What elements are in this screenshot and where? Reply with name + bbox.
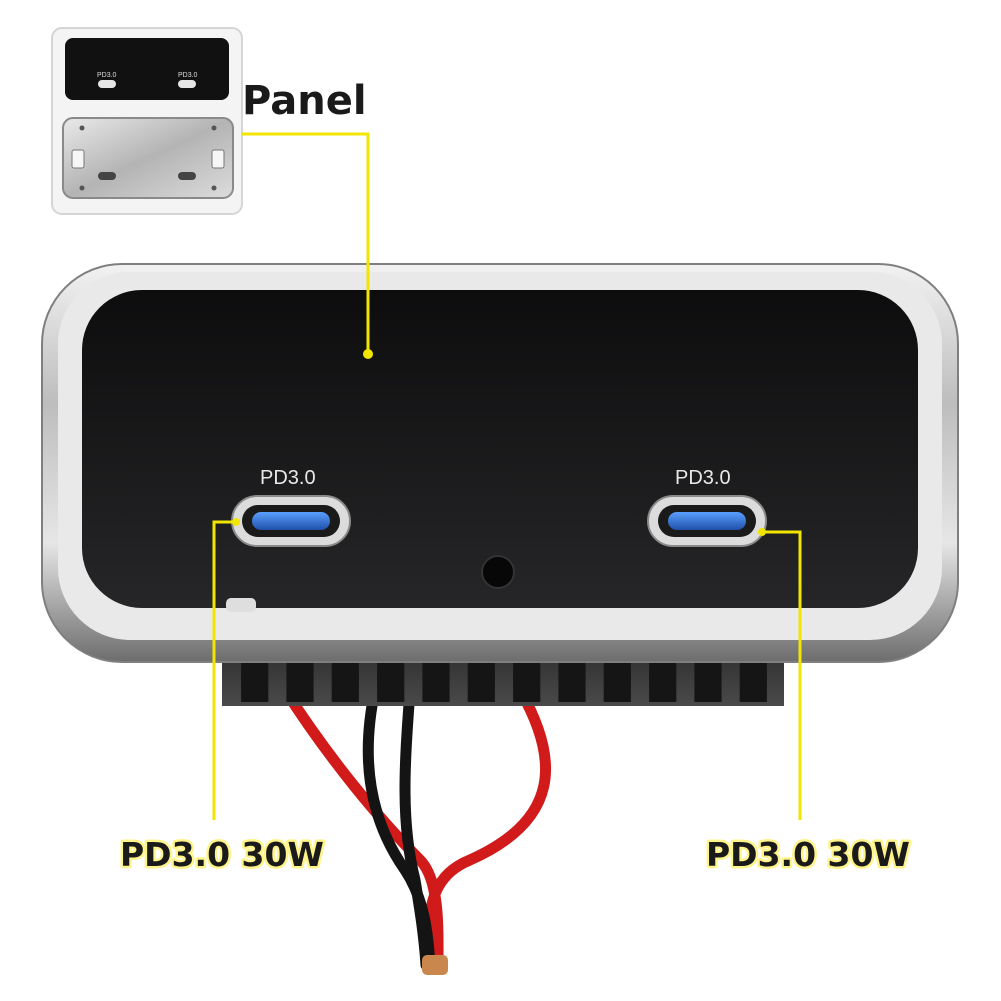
wire-red: [279, 684, 444, 971]
led-indicator: [481, 555, 515, 589]
inset-metal-plate: [62, 117, 234, 199]
inset-port-label-left: PD3.0: [97, 72, 117, 79]
callout-line-left: [212, 520, 238, 820]
inset-black-panel: [65, 38, 229, 100]
callout-line-right: [762, 530, 802, 820]
panel-inset: PD3.0 PD3.0: [51, 27, 243, 215]
callout-line-panel: [242, 132, 370, 352]
callout-dot-left: [232, 518, 240, 526]
port-label-left: PD3.0: [260, 467, 316, 489]
inset-usb-right: [178, 80, 196, 88]
panel-label: Panel: [242, 78, 367, 124]
port-label-right: PD3.0: [675, 467, 731, 489]
callout-dot-right: [758, 528, 766, 536]
spec-label-right: PD3.0 30W: [706, 835, 910, 874]
socket-housing: PD3.0 PD3.0: [41, 263, 959, 663]
power-wires: [279, 684, 551, 975]
callout-dot-panel: [363, 349, 373, 359]
usb-c-port-right: [647, 495, 767, 547]
usb-c-port-left: [231, 495, 351, 547]
inset-usb-left: [98, 80, 116, 88]
wire-copper-tip: [422, 955, 448, 975]
callout-lines: [212, 132, 802, 820]
inset-port-label-right: PD3.0: [178, 72, 198, 79]
spec-label-left: PD3.0 30W: [120, 835, 324, 874]
